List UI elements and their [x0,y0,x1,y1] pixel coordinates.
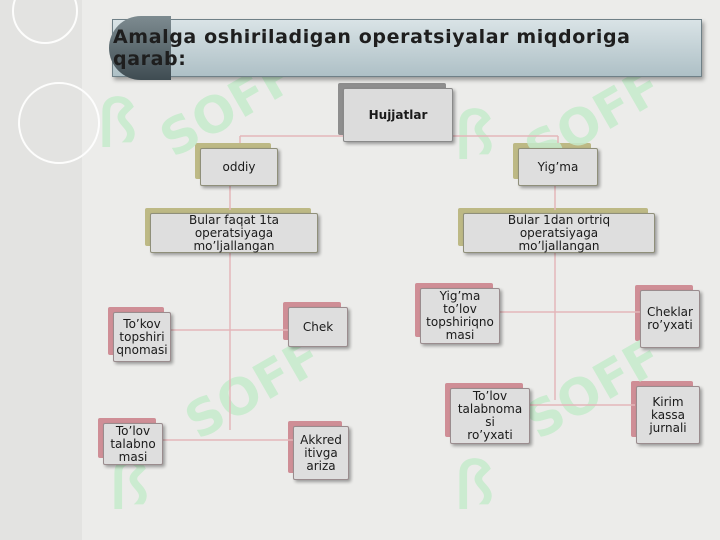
node-label: Bular 1dan ortriq operatsiyaga mo’ljalla… [507,212,611,253]
watermark-logo: ꟗ [98,88,138,162]
node-label: Bular faqat 1ta operatsiyaga mo’ljallang… [188,212,280,253]
node-label: Akkred itivga ariza [300,432,342,473]
node-label: To’lov talabno masi [110,423,156,464]
node-label: Cheklar ro’yxati [647,305,693,332]
watermark-logo: ꟗ [455,100,495,174]
decorative-ring [18,82,100,164]
page-title: Amalga oshiriladigan operatsiyalar miqdo… [113,26,631,70]
node-oddiy-description: Bular faqat 1ta operatsiyaga mo’ljallang… [145,208,318,253]
node-label: Chek [302,319,334,334]
node-yigma-description: Bular 1dan ortriq operatsiyaga mo’ljalla… [458,208,655,253]
node-cheklar-royxati: Cheklar ro’yxati [635,285,700,348]
node-label: To’lov talabnoma si ro’yxati [457,389,523,442]
node-label: oddiy [222,159,256,174]
node-chek: Chek [283,302,348,347]
node-tolov-talabnomasi: To’lov talabno masi [98,418,163,465]
node-tolov-topshiriqnomasi: To’kov topshiri qnomasi [108,307,171,362]
node-label: Kirim kassa jurnali [649,394,687,435]
node-label: Yig’ma [537,159,579,174]
node-hujjatlar: Hujjatlar [338,83,453,142]
node-yigma: Yig’ma [513,143,598,186]
node-label: Hujjatlar [368,107,428,122]
node-label: To’kov topshiri qnomasi [116,316,168,357]
node-kirim-kassa-jurnali: Kirim kassa jurnali [631,381,700,444]
node-label: Yig’ma to’lov topshiriqno masi [426,289,494,342]
watermark-logo: ꟗ [455,450,495,524]
node-yigma-tolov-topshiriqnomasi: Yig’ma to’lov topshiriqno masi [415,283,500,344]
node-akkreditivga-ariza: Akkred itivga ariza [288,421,349,480]
title-bar: Amalga oshiriladigan operatsiyalar miqdo… [109,16,702,80]
node-oddiy: oddiy [195,143,278,186]
node-tolov-talabnomasi-royxati: To’lov talabnoma si ro’yxati [445,383,530,444]
